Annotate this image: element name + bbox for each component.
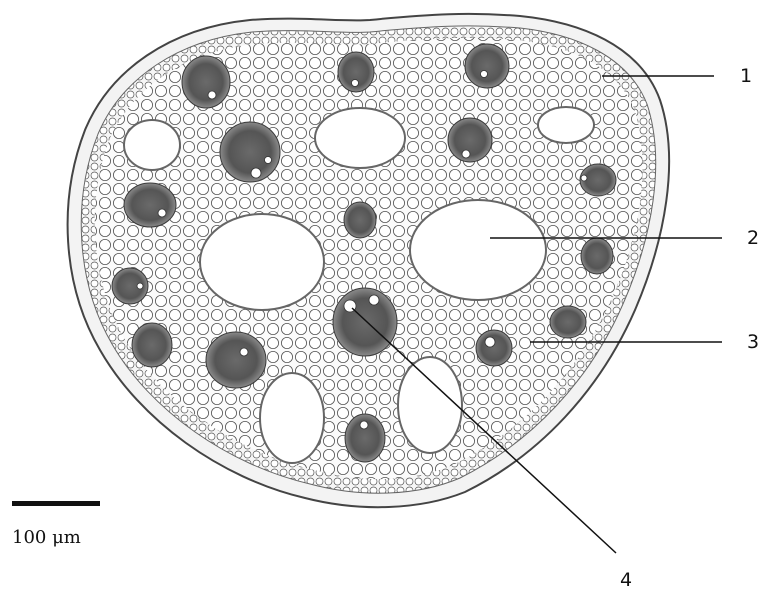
vascular-bundle (465, 44, 509, 88)
air-cavity (410, 200, 546, 300)
xylem-vessel (158, 209, 166, 217)
vascular-bundle (476, 330, 512, 366)
vascular-bundle (333, 288, 397, 356)
xylem-vessel (462, 150, 470, 158)
xylem-vessel (481, 71, 488, 78)
air-cavity (398, 357, 462, 453)
xylem-vessel (137, 283, 143, 289)
xylem-vessel (360, 421, 368, 429)
air-cavity (260, 373, 324, 463)
scale-bar-label: 100 μm (12, 527, 81, 548)
xylem-vessel (240, 348, 248, 356)
vascular-bundle (344, 202, 376, 238)
xylem-vessel (485, 337, 495, 347)
xylem-vessel (251, 168, 261, 178)
xylem-vessel (369, 295, 379, 305)
xylem-vessel (265, 157, 272, 164)
vascular-bundle (581, 238, 613, 274)
scale-bar: 100 μm (12, 501, 100, 548)
vascular-bundle (182, 56, 230, 108)
air-cavity (200, 214, 324, 310)
callout-label-4: 4 (620, 569, 632, 591)
vascular-bundle (206, 332, 266, 388)
vascular-bundle (220, 122, 280, 182)
callout-label-2: 2 (747, 227, 759, 249)
vascular-bundle (124, 183, 176, 227)
callout-label-1: 1 (740, 65, 752, 87)
air-cavity (315, 108, 405, 168)
air-cavity (124, 120, 180, 170)
xylem-vessel (352, 80, 359, 87)
scale-bar-line (12, 501, 100, 506)
callout-label-3: 3 (747, 331, 759, 353)
xylem-vessel (581, 175, 587, 181)
vascular-bundle (132, 323, 172, 367)
vascular-bundle (550, 306, 586, 338)
air-cavity (538, 107, 594, 143)
xylem-vessel (208, 91, 216, 99)
